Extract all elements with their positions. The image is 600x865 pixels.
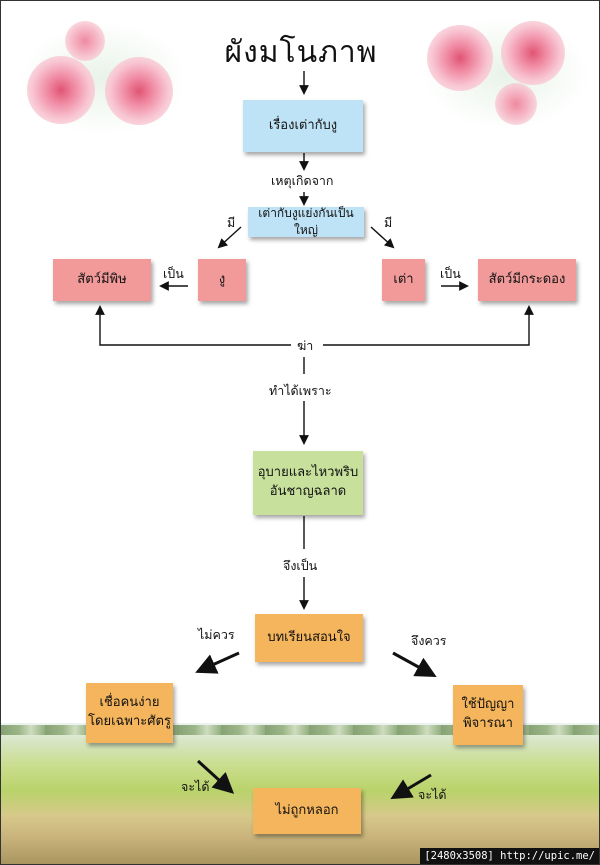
node-trusting-easily: เชื่อคนง่าย โดยเฉพาะศัตรู bbox=[86, 683, 173, 743]
field-trees-decoration bbox=[1, 725, 599, 735]
label-should: จึงควร bbox=[411, 633, 447, 648]
label-will-right: จะได้ bbox=[418, 787, 447, 802]
page-title: ผังมโนภาพ bbox=[224, 35, 378, 70]
arrow-kill-venomous bbox=[95, 305, 291, 346]
node-wisdom-line1: ใช้ปัญญา bbox=[461, 697, 515, 713]
arrow-cause-snake bbox=[217, 226, 242, 249]
node-trust-line1: เชื่อคนง่าย bbox=[99, 695, 160, 711]
label-done-because: ทำได้เพราะ bbox=[269, 383, 332, 398]
label-should-not: ไม่ควร bbox=[198, 627, 235, 642]
node-shelled-animal: สัตว์มีกระดอง bbox=[478, 259, 576, 301]
node-main-story: เรื่องเต่ากับงู bbox=[243, 100, 363, 152]
label-thus-is: จึงเป็น bbox=[283, 558, 318, 573]
node-lesson-label: บทเรียนสอนใจ bbox=[267, 629, 351, 645]
node-cause: เต่ากับงูแย่งกันเป็นใหญ่ bbox=[248, 205, 364, 237]
watermark: [2480x3508] http://upic.me/ bbox=[420, 848, 599, 864]
label-has-right: มี bbox=[384, 215, 393, 230]
node-venomous-animal: สัตว์มีพิษ bbox=[53, 259, 151, 301]
arrow-kill-shelled bbox=[323, 305, 534, 346]
node-trick-wit: อุบายและไหวพริบ อันชาญฉลาด bbox=[253, 451, 363, 515]
node-snake-label: งู bbox=[218, 271, 226, 287]
label-is-left: เป็น bbox=[163, 266, 184, 281]
label-will-left: จะได้ bbox=[181, 779, 210, 794]
label-because-of: เหตุเกิดจาก bbox=[271, 173, 334, 188]
node-trick-line1: อุบายและไหวพริบ bbox=[257, 465, 359, 481]
node-not-fooled: ไม่ถูกหลอก bbox=[253, 788, 361, 834]
node-use-wisdom: ใช้ปัญญา พิจารณา bbox=[453, 685, 523, 745]
node-wisdom-line2: พิจารณา bbox=[463, 716, 513, 731]
node-shelled-animal-label: สัตว์มีกระดอง bbox=[488, 271, 566, 287]
label-is-right: เป็น bbox=[440, 266, 461, 281]
node-main-story-label: เรื่องเต่ากับงู bbox=[268, 117, 338, 133]
label-has-left: มี bbox=[227, 215, 236, 230]
arrow-cause-turtle bbox=[370, 226, 395, 249]
node-turtle: เต่า bbox=[382, 259, 425, 301]
arrow-trust-notfooled bbox=[196, 759, 235, 794]
arrow-lesson-wisdom bbox=[392, 651, 437, 678]
arrow-wisdom-notfooled bbox=[390, 773, 432, 800]
node-trick-line2: อันชาญฉลาด bbox=[269, 484, 347, 499]
node-snake: งู bbox=[198, 259, 246, 301]
arrow-lesson-trust bbox=[195, 651, 240, 674]
node-trust-line2: โดยเฉพาะศัตรู bbox=[88, 714, 171, 729]
label-kill: ฆ่า bbox=[297, 338, 314, 353]
node-cause-label: เต่ากับงูแย่งกันเป็นใหญ่ bbox=[258, 205, 354, 237]
node-venomous-animal-label: สัตว์มีพิษ bbox=[77, 271, 127, 287]
node-not-fooled-label: ไม่ถูกหลอก bbox=[275, 802, 339, 818]
node-lesson: บทเรียนสอนใจ bbox=[255, 614, 363, 662]
node-turtle-label: เต่า bbox=[393, 271, 414, 287]
